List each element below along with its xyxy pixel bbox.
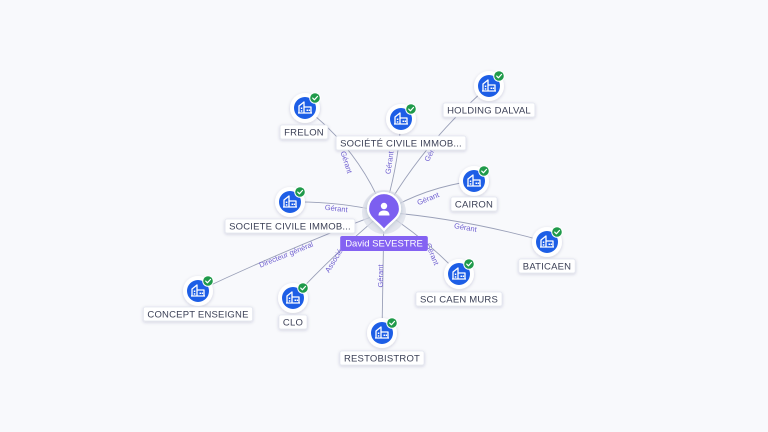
relation-edge bbox=[197, 211, 385, 292]
company-label: CLO bbox=[278, 314, 308, 330]
company-node[interactable]: RESTOBISTROT bbox=[339, 317, 425, 366]
relation-label: Gérant bbox=[339, 150, 355, 175]
company-label: RESTOBISTROT bbox=[339, 350, 425, 366]
company-name: FRELON bbox=[284, 127, 324, 138]
person-name: David SEVESTRE bbox=[345, 239, 423, 250]
company-name: RESTOBISTROT bbox=[344, 353, 420, 364]
building-icon bbox=[467, 174, 481, 187]
company-name: CONCEPT ENSEIGNE bbox=[147, 309, 248, 320]
verified-check-icon bbox=[405, 103, 417, 115]
building-icon bbox=[394, 112, 408, 125]
relation-label: Gérant bbox=[453, 221, 478, 234]
verified-check-icon bbox=[478, 165, 490, 177]
relation-label: Directeur général bbox=[258, 240, 315, 270]
center-label: David SEVESTRE bbox=[340, 236, 428, 251]
company-label: SOCIÉTÉ CIVILE IMMOB... bbox=[335, 135, 467, 151]
company-label: SCI CAEN MURS bbox=[415, 291, 503, 307]
verified-check-icon bbox=[309, 92, 321, 104]
verified-check-icon bbox=[493, 70, 505, 82]
building-icon bbox=[540, 235, 554, 248]
company-name: CLO bbox=[283, 317, 303, 328]
building-icon bbox=[286, 291, 300, 304]
building-icon bbox=[191, 284, 205, 297]
verified-check-icon bbox=[297, 282, 309, 294]
verified-check-icon bbox=[551, 226, 563, 238]
building-icon bbox=[452, 267, 466, 280]
company-name: CAIRON bbox=[455, 199, 493, 210]
building-icon bbox=[298, 101, 312, 114]
company-name: SOCIÉTÉ CIVILE IMMOB... bbox=[340, 138, 462, 149]
company-label: CONCEPT ENSEIGNE bbox=[142, 306, 254, 322]
relation-label: Gérant bbox=[416, 190, 441, 207]
company-label: HOLDING DALVAL bbox=[442, 102, 536, 118]
company-name: HOLDING DALVAL bbox=[447, 105, 531, 116]
company-node[interactable]: CONCEPT ENSEIGNE bbox=[142, 275, 254, 322]
company-name: SCI CAEN MURS bbox=[420, 294, 498, 305]
center-node[interactable]: David SEVESTRE bbox=[340, 190, 428, 251]
verified-check-icon bbox=[294, 186, 306, 198]
relation-label: Gérant bbox=[383, 150, 395, 175]
company-node[interactable]: BATICAEN bbox=[518, 226, 576, 274]
company-label: SOCIETE CIVILE IMMOB... bbox=[224, 218, 356, 234]
nodes-layer: FRELON SOCIÉTÉ CIVILE IMMOB... HOLDING DAL… bbox=[142, 70, 576, 366]
company-node[interactable]: FRELON bbox=[279, 92, 329, 140]
relation-label: Associé bbox=[323, 247, 345, 274]
verified-check-icon bbox=[386, 317, 398, 329]
company-node[interactable]: SCI CAEN MURS bbox=[415, 258, 503, 307]
company-label: BATICAEN bbox=[518, 258, 576, 274]
company-node[interactable]: SOCIETE CIVILE IMMOB... bbox=[224, 186, 356, 234]
company-name: BATICAEN bbox=[523, 261, 571, 272]
building-icon bbox=[375, 326, 389, 339]
company-label: FRELON bbox=[279, 124, 329, 140]
verified-check-icon bbox=[463, 258, 475, 270]
company-node[interactable]: HOLDING DALVAL bbox=[442, 70, 536, 118]
company-node[interactable]: CAIRON bbox=[450, 165, 498, 212]
building-icon bbox=[283, 195, 297, 208]
company-name: SOCIETE CIVILE IMMOB... bbox=[229, 221, 351, 232]
person-icon bbox=[378, 202, 390, 216]
relation-label: Gérant bbox=[376, 264, 385, 288]
company-node[interactable]: SOCIÉTÉ CIVILE IMMOB... bbox=[335, 103, 467, 151]
building-icon bbox=[482, 79, 496, 92]
company-node[interactable]: CLO bbox=[278, 282, 309, 330]
relation-label: Gérant bbox=[324, 203, 349, 214]
verified-check-icon bbox=[202, 275, 214, 287]
company-label: CAIRON bbox=[450, 196, 498, 212]
